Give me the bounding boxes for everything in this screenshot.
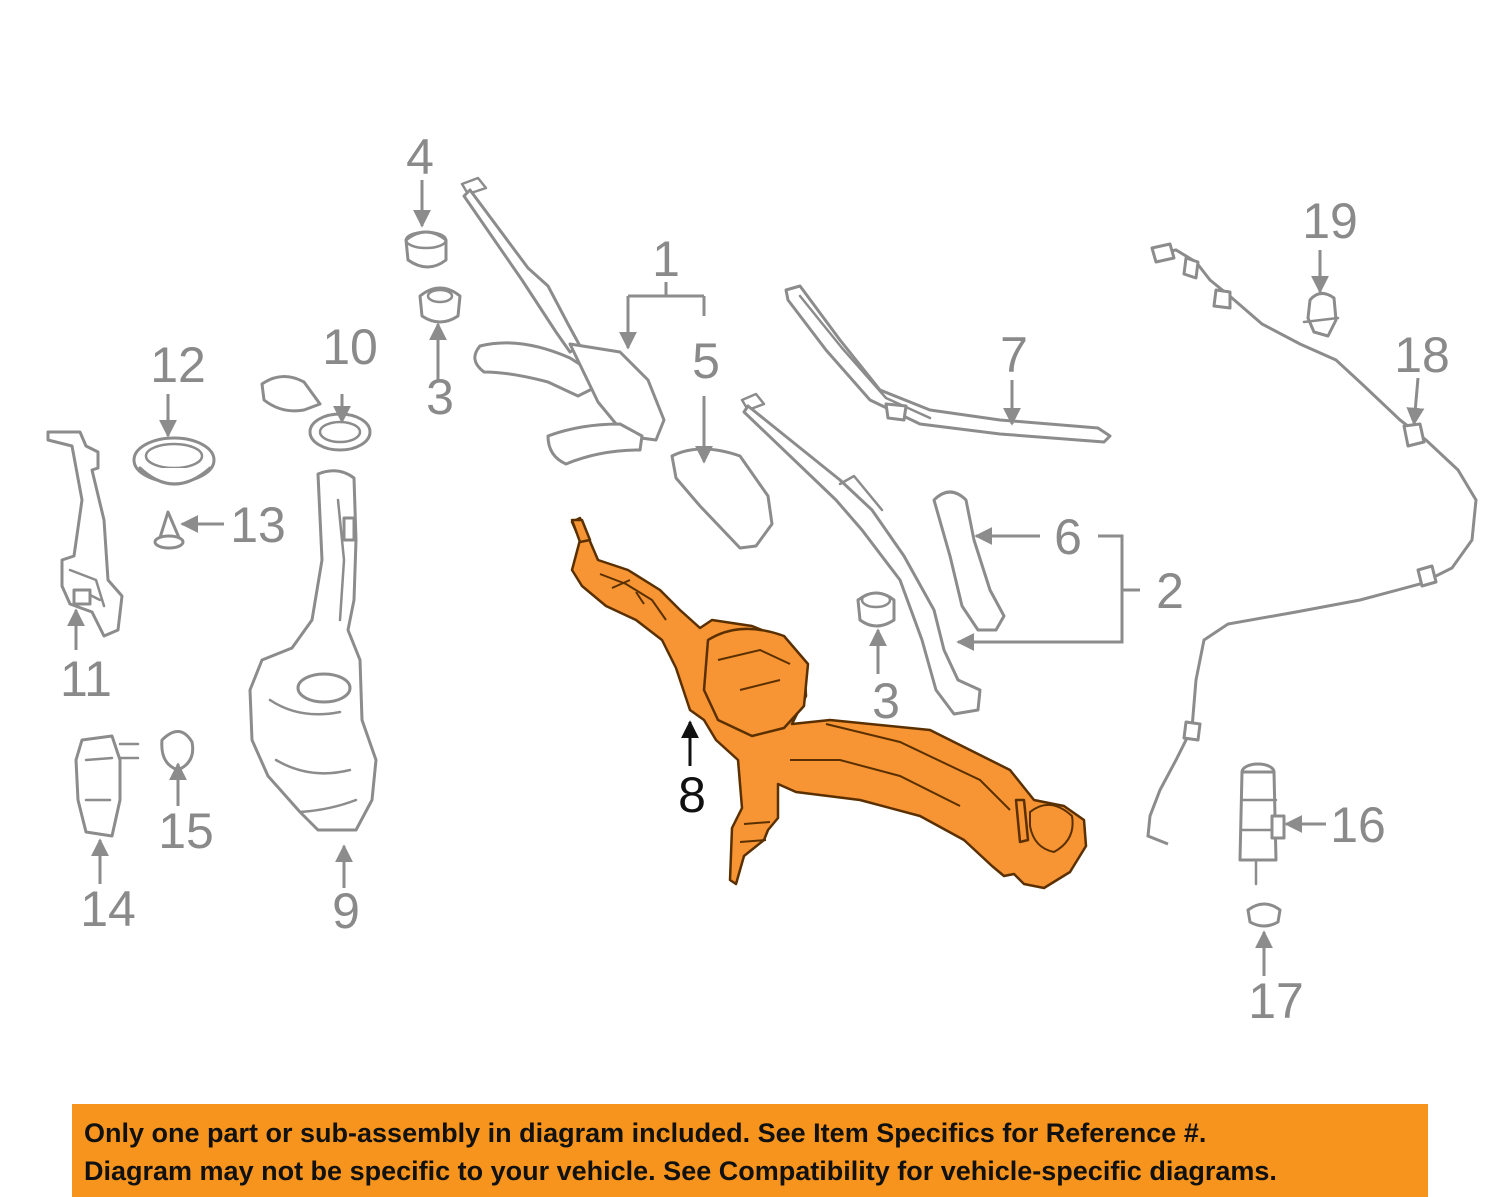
part-11-bracket	[46, 430, 124, 638]
callout-6: 6	[1054, 509, 1082, 565]
part-12-grommet	[132, 436, 216, 486]
callout-3-mid: 3	[872, 673, 900, 729]
disclaimer-line-2: Diagram may not be specific to your vehi…	[84, 1156, 1277, 1186]
callout-14: 14	[80, 881, 136, 937]
disclaimer-banner: Only one part or sub-assembly in diagram…	[72, 1104, 1428, 1197]
callout-12: 12	[150, 337, 206, 393]
disclaimer-line-1: Only one part or sub-assembly in diagram…	[84, 1118, 1207, 1148]
callout-16: 16	[1330, 797, 1386, 853]
part-3-nut-mid	[856, 591, 896, 628]
part-8-wiper-linkage	[570, 516, 1088, 890]
part-19-clip	[1302, 292, 1340, 338]
part-7-blade	[784, 284, 1112, 444]
callout-11: 11	[60, 651, 112, 707]
callout-1: 1	[652, 231, 680, 287]
callout-19: 19	[1302, 193, 1358, 249]
callout-13: 13	[230, 497, 286, 553]
callout-3-top: 3	[426, 369, 454, 425]
callout-2: 2	[1156, 563, 1184, 619]
callout-17: 17	[1248, 973, 1304, 1029]
part-13-plug	[153, 510, 185, 550]
callout-4: 4	[406, 129, 434, 185]
callout-10: 10	[322, 319, 378, 375]
callout-7: 7	[1000, 327, 1028, 383]
callout-15: 15	[158, 803, 214, 859]
part-5-cover	[670, 447, 774, 550]
callout-8: 8	[678, 767, 706, 823]
part-14-sensor	[74, 734, 140, 838]
part-15-cap	[160, 730, 195, 772]
part-6-cover	[932, 490, 1006, 632]
part-9-reservoir	[248, 469, 378, 832]
callout-5: 5	[692, 333, 720, 389]
part-2-wiper-arm	[740, 392, 982, 716]
part-4-cap	[404, 230, 448, 269]
part-1-wiper-arm	[460, 176, 666, 466]
part-3-nut-top	[418, 286, 462, 324]
leader-lines	[67, 180, 1425, 976]
part-17-grommet	[1246, 902, 1282, 928]
part-10-cap-seal	[260, 375, 372, 452]
callout-18: 18	[1394, 327, 1450, 383]
callout-9: 9	[332, 883, 360, 939]
part-16-pump	[1238, 762, 1286, 886]
callout-labels: 1 2 3 3 4 5 6 7 8 9 10 11 12 13 14 15 16…	[60, 129, 1450, 1029]
